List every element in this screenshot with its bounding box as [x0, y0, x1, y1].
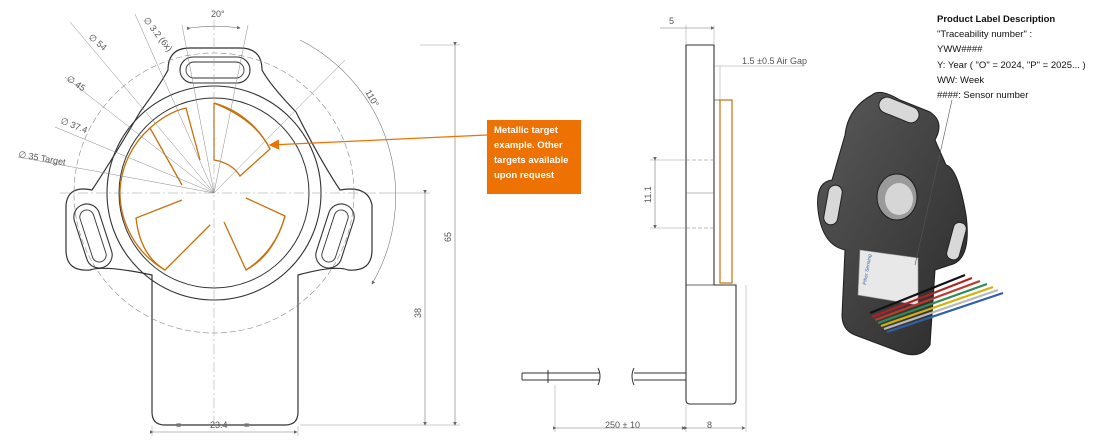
product-label-line-1: "Traceability number" :: [937, 29, 1033, 41]
product-label-title: Product Label Description: [937, 14, 1056, 25]
left-slot: [73, 203, 113, 269]
render-wires: [869, 273, 1004, 334]
product-label-line-4: WW: Week: [937, 74, 985, 86]
front-view: 20° ∅ 3.2 (6x) ∅ 54 ∅ 45 ∅ 37.4 ∅ 35 Tar…: [18, 9, 460, 436]
callout-line-2: example. Other: [494, 140, 563, 151]
metallic-target: [135, 102, 286, 271]
dim-air-gap: 1.5 ±0.5 Air Gap: [742, 56, 807, 66]
sensor-3d-render: Piher Sensing: [817, 91, 1004, 356]
dim-depth-8: 8: [707, 420, 712, 430]
metallic-target-arc: [119, 102, 286, 271]
product-label-line-3: Y: Year ( "O" = 2024, "P" = 2025... ): [937, 59, 1086, 71]
dim-hole-dia: ∅ 3.2 (6x): [141, 15, 174, 53]
dim-thickness-5: 5: [669, 16, 674, 26]
callout-line-4: upon request: [494, 170, 555, 181]
dim-height-65: 65: [443, 232, 453, 242]
product-label-line-5: ####: Sensor number: [937, 90, 1029, 102]
callout-line-1: Metallic target: [494, 125, 558, 136]
render-brand-text: Piher Sensing: [862, 253, 873, 285]
side-view: 5 1.5 ±0.5 Air Gap 11.1 250 ± 10 8: [521, 16, 807, 432]
dim-angle-20: 20°: [211, 9, 225, 19]
callout-arrow: [268, 134, 488, 150]
dim-dia-37-4: ∅ 37.4: [59, 116, 89, 136]
product-label-description: Product Label Description "Traceability …: [937, 12, 1086, 103]
sensor-body-outline: [65, 47, 373, 426]
callout-line-3: targets available: [494, 155, 569, 166]
dim-dia-35-target: ∅ 35 Target: [18, 149, 67, 167]
metallic-target-callout: Metallic target example. Other targets a…: [487, 120, 581, 194]
dim-eq-left: =: [176, 420, 181, 430]
product-label-line-2: YWW####: [937, 44, 983, 56]
side-body-outline: [685, 44, 737, 405]
dim-width-23-4: 23.4: [210, 420, 228, 430]
dim-dia-54: ∅ 54: [87, 32, 109, 53]
side-target-strip: [719, 99, 733, 284]
top-slot: [179, 56, 251, 84]
side-cable: [521, 367, 686, 386]
dim-dia-45: ∅ 45: [65, 73, 87, 93]
dim-height-38: 38: [413, 308, 423, 318]
dim-11-1: 11.1: [643, 186, 653, 203]
dim-eq-right: =: [244, 420, 249, 430]
dim-cable-length: 250 ± 10: [605, 420, 640, 430]
right-slot: [315, 203, 355, 269]
